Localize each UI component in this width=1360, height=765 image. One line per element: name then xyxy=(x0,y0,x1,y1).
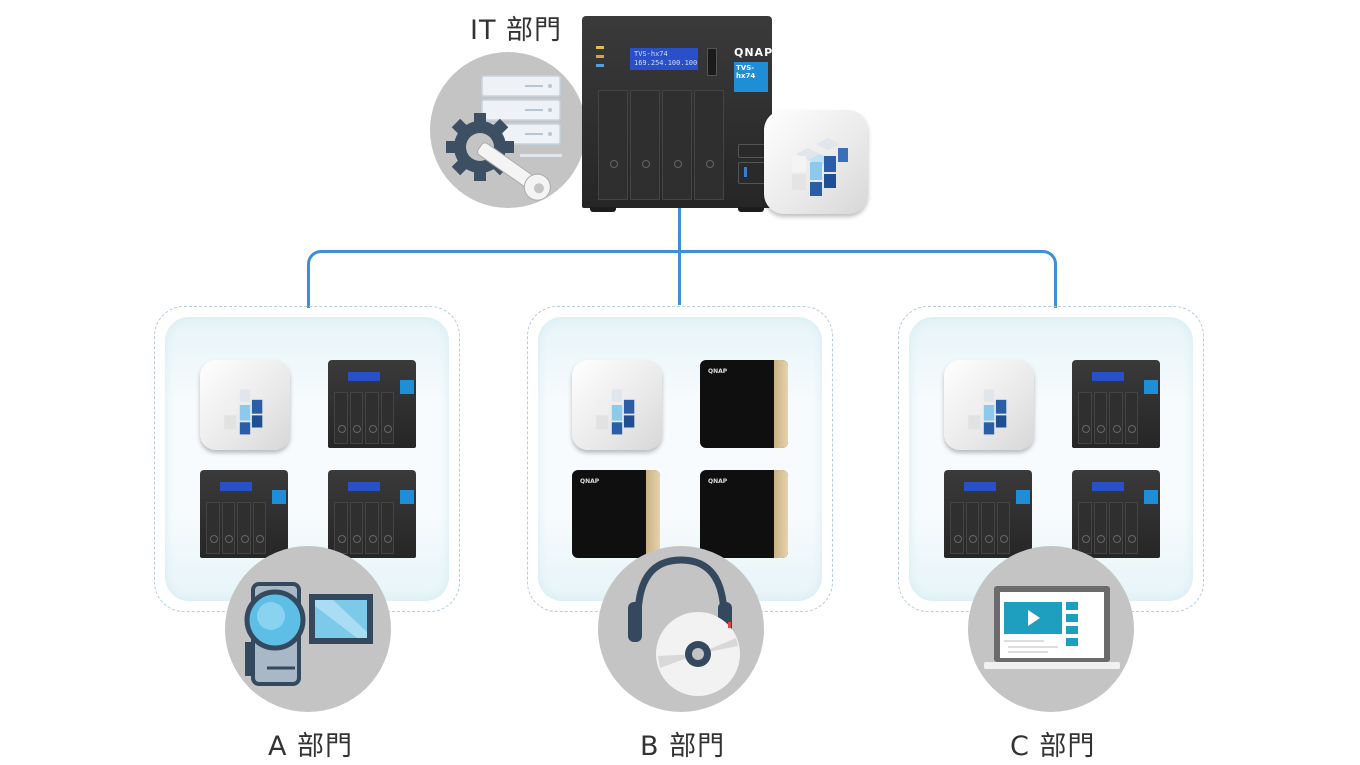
headphones-cd-icon xyxy=(628,556,740,696)
nas-model-label xyxy=(1016,490,1030,504)
storage-cube-app-icon xyxy=(224,389,263,435)
central-nas-device: TVS-hx74 169.254.100.100 QNAP TVS-hx74 xyxy=(582,16,774,212)
storage-cube-app-icon xyxy=(596,389,635,435)
nas-device-a-2 xyxy=(200,470,288,558)
nas-lcd-display xyxy=(348,482,380,491)
nas-model-label xyxy=(1144,380,1158,394)
nas-device-a-3 xyxy=(328,470,416,558)
nas-lcd-display xyxy=(1092,482,1124,491)
laptop-video-icon xyxy=(984,586,1120,669)
storage-app-icon-b xyxy=(572,360,662,450)
status-leds xyxy=(596,46,606,76)
drive-bays xyxy=(950,502,1010,554)
it-department-label: IT 部門 xyxy=(470,15,563,46)
nas-model-label xyxy=(400,490,414,504)
nas-lcd-display xyxy=(964,482,996,491)
nas-brand-logo: QNAP xyxy=(734,46,774,59)
drive-bays xyxy=(1078,392,1138,444)
storage-app-icon-a xyxy=(200,360,290,450)
it-icon-circle xyxy=(430,52,586,208)
storage-cube-app-icon xyxy=(968,389,1007,435)
server-maintenance-icon xyxy=(446,75,562,201)
drive-bays xyxy=(598,90,724,200)
department-a-icon-circle xyxy=(225,546,391,712)
nas-model-label xyxy=(272,490,286,504)
nas-device-a-1 xyxy=(328,360,416,448)
power-button xyxy=(738,144,766,158)
department-a-label: A 部門 xyxy=(268,731,354,762)
drive-bays xyxy=(334,502,394,554)
nas-brand-logo: QNAP xyxy=(580,478,600,485)
department-c-icon-circle xyxy=(968,546,1134,712)
department-c-label: C 部門 xyxy=(1010,731,1096,762)
drive-bays xyxy=(334,392,394,444)
nas-model-label: TVS-hx74 xyxy=(734,62,768,92)
department-b-icon-circle xyxy=(598,546,764,712)
storage-cube-app-icon xyxy=(792,138,848,196)
nas-device-b-3: QNAP xyxy=(700,470,788,558)
nas-lcd-display: TVS-hx74 169.254.100.100 xyxy=(630,48,698,70)
drive-bays xyxy=(206,502,266,554)
drive-bay xyxy=(694,90,724,200)
nas-device-c-2 xyxy=(944,470,1032,558)
nas-device-b-1: QNAP xyxy=(700,360,788,448)
camcorder-icon xyxy=(244,582,373,686)
lcd-buttons xyxy=(707,48,717,76)
lcd-line-2: 169.254.100.100 xyxy=(634,58,698,67)
nas-device-b-2: QNAP xyxy=(572,470,660,558)
nas-model-label xyxy=(400,380,414,394)
lcd-line-1: TVS-hx74 xyxy=(634,50,668,58)
nas-brand-logo: QNAP xyxy=(708,478,728,485)
connector-horizontal xyxy=(307,250,1057,308)
nas-model-label xyxy=(1144,490,1158,504)
nas-brand-logo: QNAP xyxy=(708,368,728,375)
nas-lcd-display xyxy=(348,372,380,381)
nas-foot xyxy=(738,207,764,212)
drive-bays xyxy=(1078,502,1138,554)
connector-center xyxy=(678,250,681,305)
connector-trunk xyxy=(678,205,681,253)
nas-lcd-display xyxy=(1092,372,1124,381)
drive-bay xyxy=(598,90,628,200)
nas-device-c-1 xyxy=(1072,360,1160,448)
central-storage-app-icon xyxy=(764,110,868,214)
storage-app-icon-c xyxy=(944,360,1034,450)
department-b-label: B 部門 xyxy=(640,731,726,762)
usb-port xyxy=(738,162,766,184)
drive-bay xyxy=(662,90,692,200)
nas-lcd-display xyxy=(220,482,252,491)
nas-foot xyxy=(590,207,616,212)
drive-bay xyxy=(630,90,660,200)
nas-device-c-3 xyxy=(1072,470,1160,558)
